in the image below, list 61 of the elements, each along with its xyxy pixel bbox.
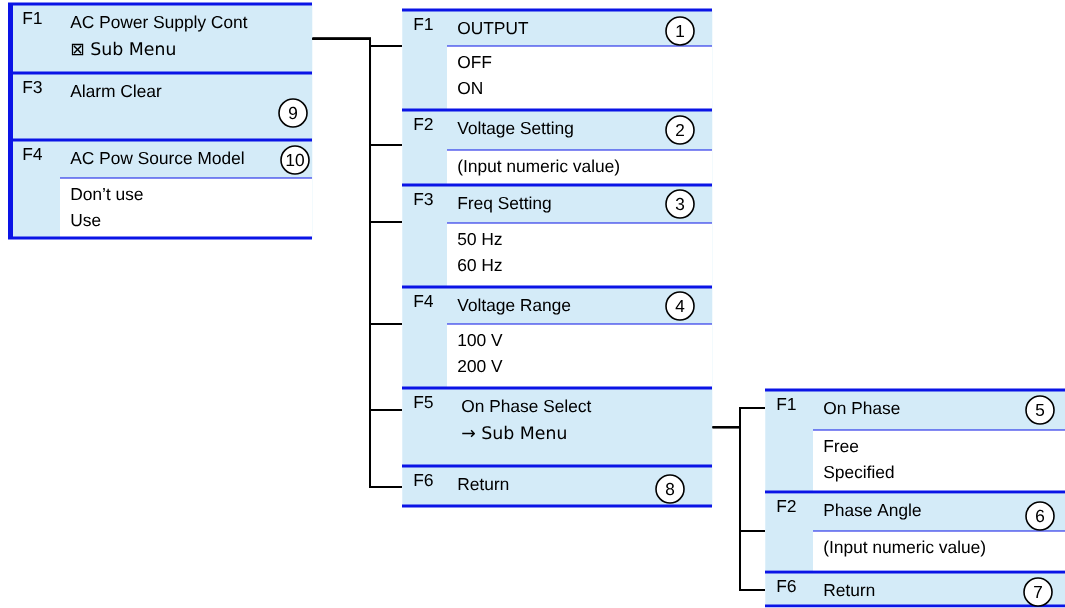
callout-number: 7	[1023, 577, 1053, 607]
menu-title: Voltage Setting	[457, 121, 573, 138]
option-text: 100 V	[458, 333, 503, 347]
menu-item	[8, 71, 313, 141]
connector-line	[311, 37, 403, 488]
key-label: F4	[414, 295, 433, 307]
key-label: F1	[414, 18, 433, 30]
key-label: F1	[777, 398, 796, 410]
menu-item	[402, 8, 713, 111]
option-text: Specified	[824, 465, 894, 482]
menu-title: Freq Setting	[458, 196, 551, 213]
option-text: (Input numeric value)	[458, 159, 619, 176]
menu-title: On Phase Select	[462, 399, 592, 413]
key-label: F3	[23, 80, 42, 94]
menu-item	[402, 108, 713, 186]
callout-number: 2	[665, 115, 695, 145]
callout-number: 4	[665, 291, 695, 321]
menu-item	[402, 464, 713, 508]
menu-item	[765, 388, 1065, 493]
menu-title: AC Pow Source Model	[70, 151, 244, 165]
key-label: F6	[777, 579, 796, 593]
option-text: OFF	[458, 55, 492, 69]
option-text: 50 Hz	[457, 232, 502, 246]
menu-item	[765, 570, 1065, 608]
callout-number: 6	[1025, 501, 1055, 531]
menu-title: Return	[824, 584, 875, 597]
key-label: F5	[414, 396, 433, 409]
callout-number: 9	[278, 98, 308, 128]
option-text: 200 V	[458, 359, 503, 373]
callout-number: 8	[655, 474, 685, 504]
callout-number: 1	[665, 16, 695, 46]
key-label: F2	[777, 499, 796, 512]
option-text: (Input numeric value)	[824, 540, 985, 557]
option-text: ON	[458, 81, 482, 95]
menu-title: Alarm Clear	[70, 84, 162, 98]
menu-item	[402, 386, 713, 467]
menu-title: Return	[458, 478, 509, 491]
callout-number: 10	[280, 145, 310, 175]
menu-title: On Phase	[824, 401, 900, 415]
menu-item	[402, 285, 713, 389]
menu-title: AC Power Supply Cont	[70, 15, 248, 32]
menu-title: OUTPUT	[458, 21, 529, 35]
menu-item	[402, 183, 713, 288]
key-label: F4	[23, 148, 42, 160]
menu-item	[8, 138, 313, 240]
menu-title: Phase Angle	[824, 503, 921, 520]
menu-title: ⊠ Sub Menu	[71, 41, 175, 56]
option-text: 60 Hz	[458, 258, 502, 272]
key-label: F3	[414, 192, 433, 206]
option-text: Free	[824, 440, 859, 453]
callout-number: 5	[1025, 395, 1055, 425]
menu-item	[8, 2, 313, 74]
connector-line	[711, 426, 766, 591]
menu-title: Voltage Range	[457, 298, 571, 315]
key-label: F1	[23, 12, 42, 24]
key-label: F6	[414, 473, 433, 487]
option-text: Don’t use	[71, 188, 143, 201]
callout-number: 3	[665, 189, 695, 219]
menu-title: → Sub Menu	[462, 425, 566, 440]
option-text: Use	[71, 214, 101, 227]
key-label: F2	[414, 117, 433, 130]
